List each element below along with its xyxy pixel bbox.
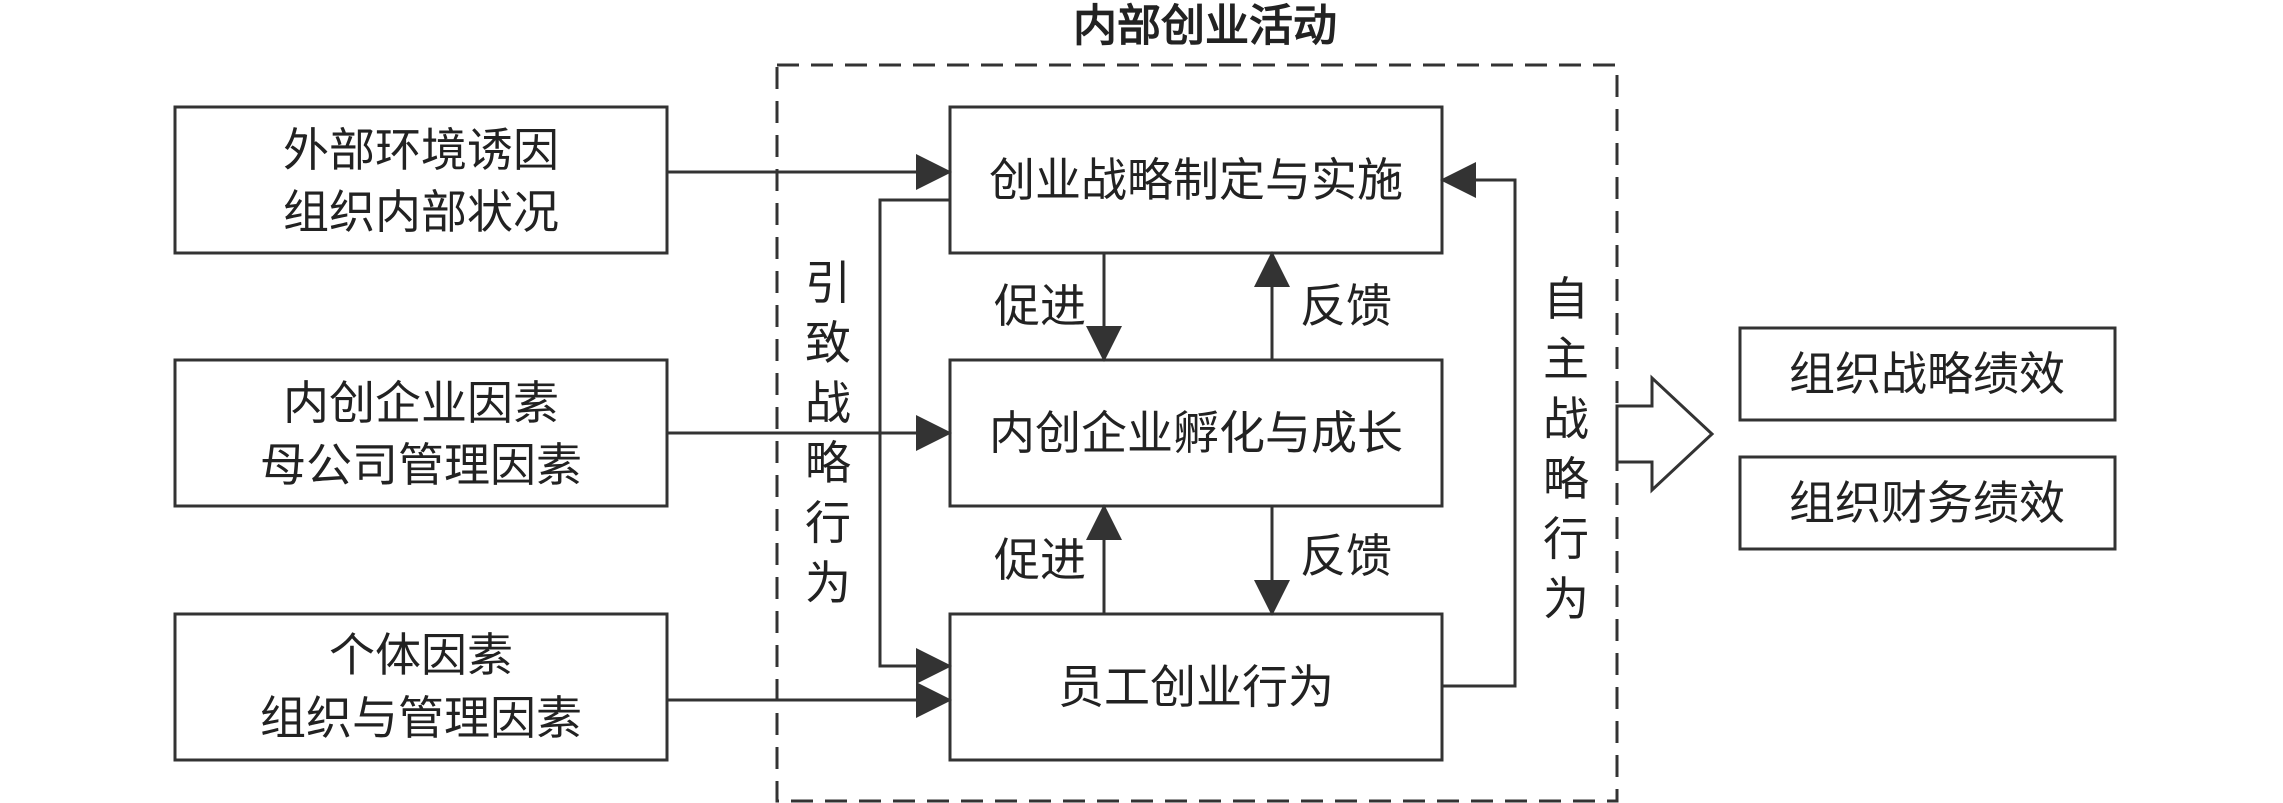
side-label-induced-char: 为: [805, 556, 851, 610]
input-box-individual: 个体因素 组织与管理因素: [173, 612, 669, 762]
outcome-box-strategic: 组织战略绩效: [1738, 326, 2117, 422]
core-box-strategy-label: 创业战略制定与实施: [989, 153, 1403, 207]
label-promote-top: 促进: [994, 279, 1086, 333]
side-label-induced-char: 致: [805, 316, 851, 370]
side-label-autonomous-char: 主: [1543, 332, 1589, 386]
outcome-box-strategic-label: 组织战略绩效: [1789, 347, 2065, 401]
diagram-title: 内部创业活动: [1073, 1, 1337, 52]
core-box-employee: 员工创业行为: [948, 612, 1444, 762]
input-box-external: 外部环境诱因 组织内部状况: [173, 105, 669, 255]
side-label-autonomous: 自 主 战 略 行 为: [1543, 272, 1589, 626]
arrow-induced-strategy-loop: [878, 198, 952, 684]
label-feedback-bottom: 反馈: [1300, 529, 1392, 583]
core-box-incubation: 内创企业孵化与成长: [948, 358, 1444, 508]
core-box-employee-label: 员工创业行为: [1058, 660, 1334, 714]
outcome-box-financial: 组织财务绩效: [1738, 455, 2117, 551]
input-box-venture-line2: 母公司管理因素: [260, 438, 582, 492]
side-label-induced: 引 致 战 略 行 为: [805, 256, 851, 610]
label-feedback-top: 反馈: [1300, 279, 1392, 333]
input-box-external-line1: 外部环境诱因: [283, 123, 559, 177]
side-label-induced-char: 引: [805, 256, 851, 310]
input-box-venture-line1: 内创企业因素: [283, 376, 559, 430]
side-label-induced-char: 行: [805, 496, 851, 550]
core-box-strategy: 创业战略制定与实施: [948, 105, 1444, 255]
input-box-venture: 内创企业因素 母公司管理因素: [173, 358, 669, 508]
side-label-autonomous-char: 自: [1543, 272, 1589, 326]
side-label-autonomous-char: 为: [1543, 572, 1589, 626]
side-label-autonomous-char: 行: [1543, 512, 1589, 566]
arrow-autonomous-strategy-loop: [1440, 162, 1517, 688]
label-promote-bottom: 促进: [994, 533, 1086, 587]
input-box-external-line2: 组织内部状况: [283, 185, 559, 239]
outcome-box-financial-label: 组织财务绩效: [1789, 476, 2065, 530]
input-box-individual-line1: 个体因素: [329, 628, 513, 682]
side-label-autonomous-char: 略: [1543, 452, 1589, 506]
side-label-induced-char: 战: [805, 376, 851, 430]
outcome-arrow: [1615, 374, 1715, 494]
input-box-individual-line2: 组织与管理因素: [260, 691, 582, 745]
side-label-autonomous-char: 战: [1543, 392, 1589, 446]
core-box-incubation-label: 内创企业孵化与成长: [989, 406, 1403, 460]
side-label-induced-char: 略: [805, 436, 851, 490]
